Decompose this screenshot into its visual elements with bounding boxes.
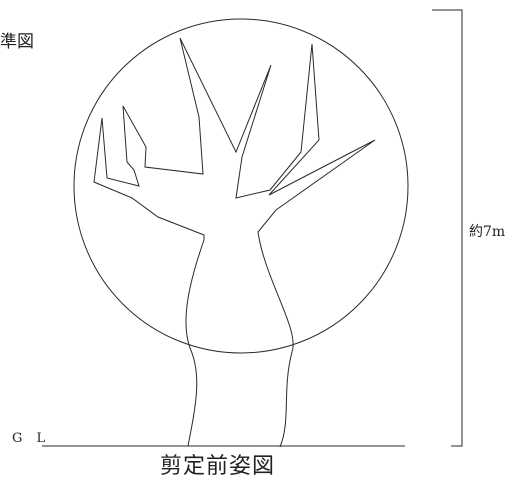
partial-title-text: 準図 [0, 32, 34, 52]
height-label: 約7m [469, 224, 506, 240]
ground-line-label: G L [12, 431, 51, 446]
height-dimension-line [432, 9, 463, 447]
tree-trunk-and-branches [93, 37, 376, 448]
crown-outline [73, 18, 409, 354]
figure-caption: 剪定前姿図 [160, 454, 276, 479]
